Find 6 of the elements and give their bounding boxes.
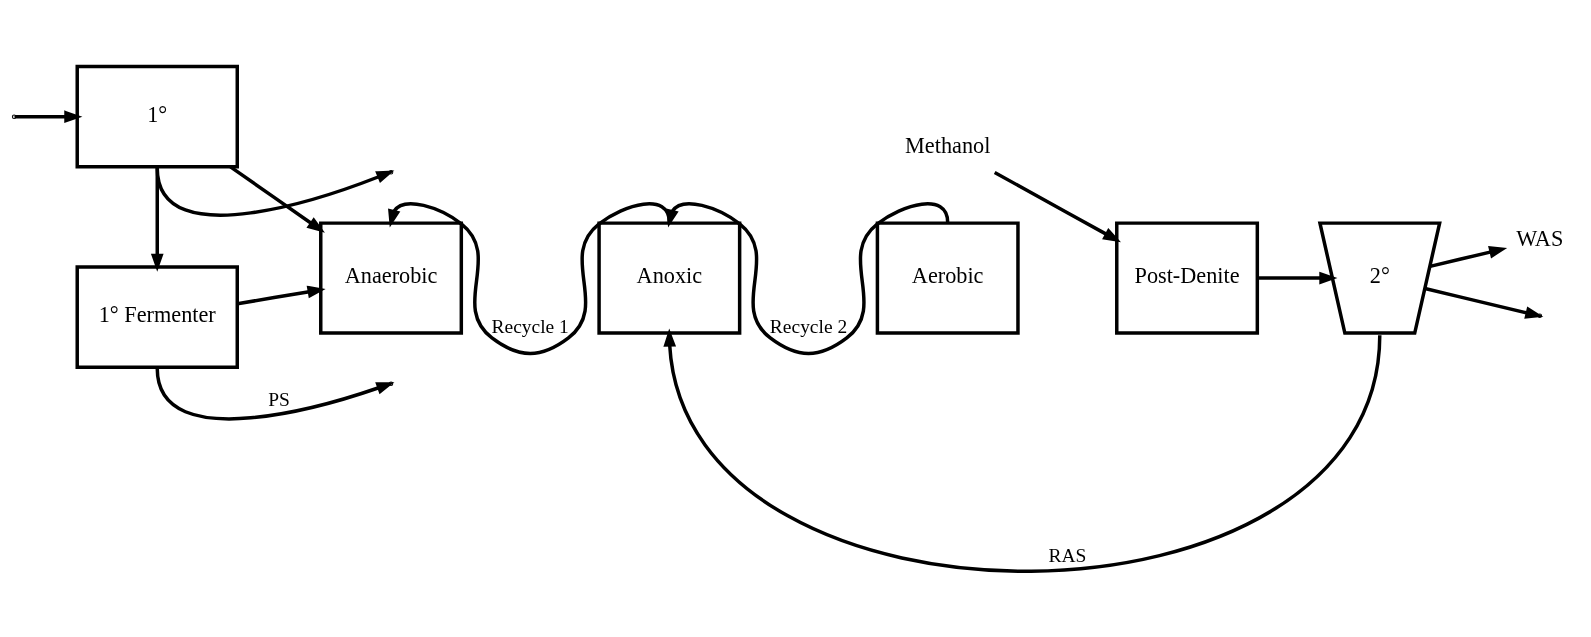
edge-label: PS [268, 388, 290, 410]
edge-label: Recycle 1 [491, 315, 569, 337]
node-text: Methanol [905, 132, 991, 158]
edge-label: RAS [1048, 544, 1087, 566]
edge-label: Recycle 2 [769, 315, 848, 337]
node-text: WAS [1516, 225, 1564, 251]
